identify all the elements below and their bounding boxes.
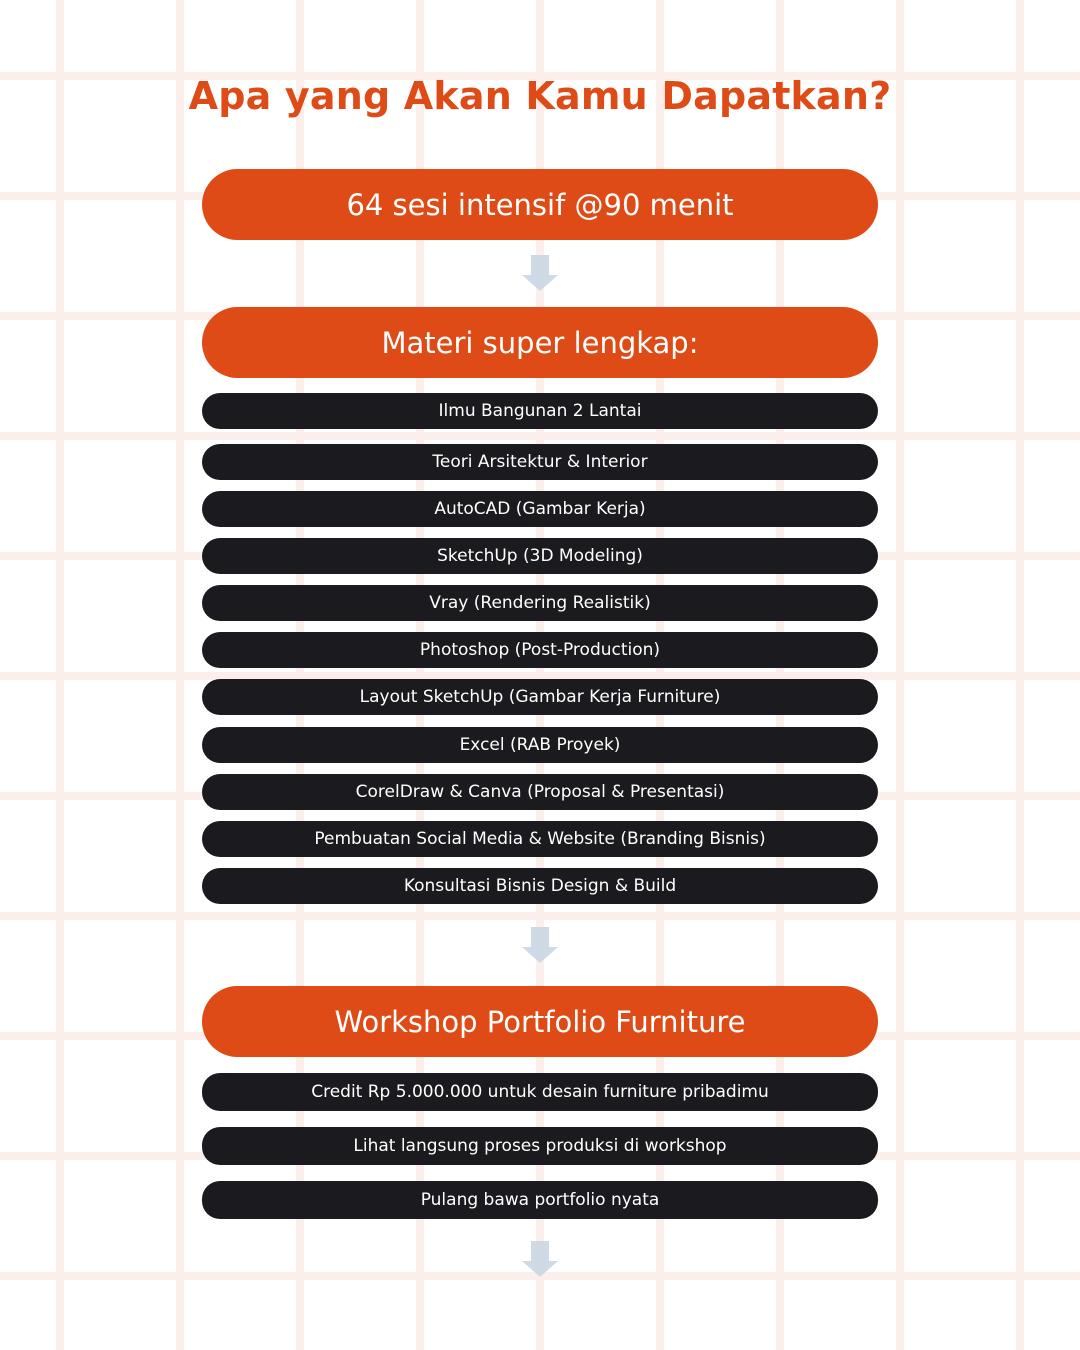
materi-item: Konsultasi Bisnis Design & Build: [202, 868, 878, 904]
sessions-banner: 64 sesi intensif @90 menit: [202, 169, 878, 240]
workshop-item: Pulang bawa portfolio nyata: [202, 1181, 878, 1219]
workshop-item: Credit Rp 5.000.000 untuk desain furnitu…: [202, 1073, 878, 1111]
materi-heading: Materi super lengkap:: [202, 307, 878, 378]
workshop-heading: Workshop Portfolio Furniture: [202, 986, 878, 1057]
materi-item: Pembuatan Social Media & Website (Brandi…: [202, 821, 878, 857]
materi-item: Vray (Rendering Realistik): [202, 585, 878, 621]
materi-item: Ilmu Bangunan 2 Lantai: [202, 393, 878, 429]
arrow-down-icon: [522, 1241, 558, 1277]
materi-item: Teori Arsitektur & Interior: [202, 444, 878, 480]
workshop-item: Lihat langsung proses produksi di worksh…: [202, 1127, 878, 1165]
materi-item: SketchUp (3D Modeling): [202, 538, 878, 574]
materi-item: AutoCAD (Gambar Kerja): [202, 491, 878, 527]
materi-item: Excel (RAB Proyek): [202, 727, 878, 763]
arrow-down-icon: [522, 927, 558, 963]
materi-item: Layout SketchUp (Gambar Kerja Furniture): [202, 679, 878, 715]
page-title: Apa yang Akan Kamu Dapatkan?: [188, 74, 892, 118]
materi-item: CorelDraw & Canva (Proposal & Presentasi…: [202, 774, 878, 810]
arrow-down-icon: [522, 255, 558, 291]
materi-item: Photoshop (Post-Production): [202, 632, 878, 668]
